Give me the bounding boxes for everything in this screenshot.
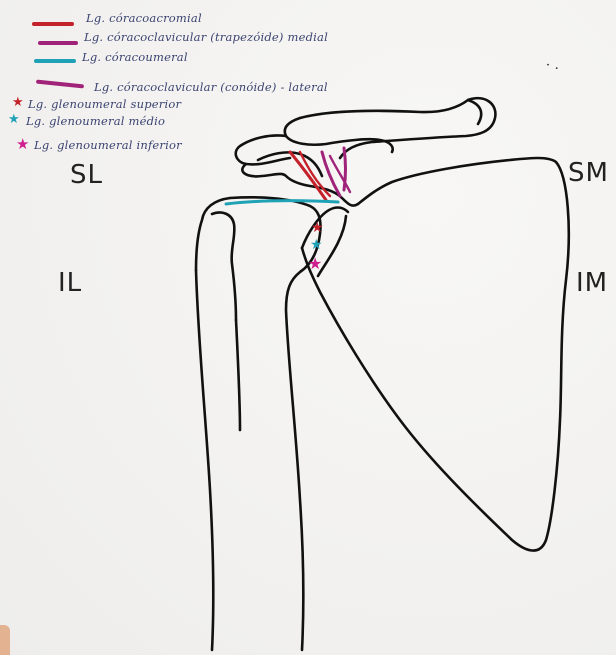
- glenoid-outline: [302, 208, 348, 249]
- humerus-lateral-shaft: [196, 270, 213, 650]
- scapula-outline: [302, 158, 569, 551]
- star-icon-gh-medio: ★: [310, 237, 323, 253]
- acromion-outline: [285, 118, 393, 152]
- star-icon-gh-inferior: ★: [308, 254, 322, 273]
- ligament-coracohumeral: [226, 201, 338, 204]
- clavicle-outline: [300, 98, 495, 158]
- ligament-conoid-2: [330, 156, 350, 192]
- intertubercular-line: [236, 320, 240, 430]
- clavicle-end-detail: [468, 100, 481, 124]
- star-icon-gh-superior: ★: [311, 220, 324, 236]
- photo-edge-mark: [0, 625, 10, 655]
- humeral-head: [196, 198, 230, 270]
- acromion-tip: [236, 135, 290, 164]
- humeral-head-medial: [230, 197, 321, 650]
- greater-tubercle: [212, 212, 236, 320]
- ligament-coracoacromial-2: [300, 152, 330, 196]
